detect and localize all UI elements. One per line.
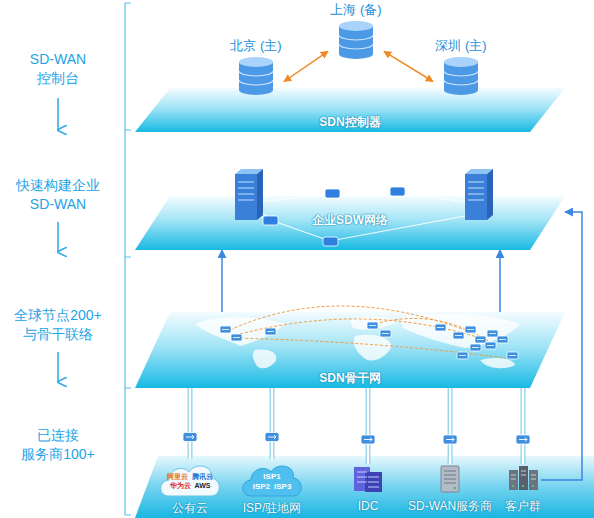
database-cylinder <box>228 56 284 96</box>
controller-db: 北京 (主) <box>228 38 284 96</box>
link-line <box>188 388 193 459</box>
layer-plane: SDN控制器北京 (主)上海 (备)深圳 (主) <box>135 88 565 132</box>
plane-title: SDN控制器 <box>135 115 565 129</box>
service-icon-art <box>507 464 539 494</box>
router-body <box>265 433 279 442</box>
link-line <box>384 51 433 81</box>
side-caption: 快速构建企业 SD-WAN <box>11 176 105 214</box>
link-line <box>366 388 371 464</box>
layer-plane: SDN骨干网 <box>135 312 565 388</box>
database-cylinder <box>433 56 489 96</box>
cloud-item: AWS <box>195 481 211 490</box>
link-line <box>367 388 369 464</box>
router-icon <box>516 435 530 444</box>
controller-db: 深圳 (主) <box>433 38 489 96</box>
db-icon <box>328 20 384 60</box>
service-band <box>135 456 594 518</box>
item-label: 公有云 <box>172 501 208 515</box>
link-line <box>189 388 191 459</box>
cloud-content: 阿里云腾讯云华为云 AWS <box>163 472 217 490</box>
connector <box>384 51 433 81</box>
side-caption: 全球节点200+ 与骨干联络 <box>11 306 105 344</box>
item-label: 客户群 <box>505 499 541 513</box>
connector <box>190 388 191 459</box>
connector <box>523 388 524 464</box>
db-icon <box>433 56 489 96</box>
link-line <box>521 388 526 464</box>
plane-title: 企业SDW网络 <box>135 213 565 227</box>
plane-title: SDN骨干网 <box>135 371 565 385</box>
router-icon <box>265 433 279 442</box>
link-line <box>522 388 524 464</box>
side-caption: SD-WAN 控制台 <box>11 50 105 88</box>
cloud-item: ISP2 <box>253 482 270 492</box>
service-node: SD-WAN服务商 <box>408 464 492 513</box>
connector <box>450 388 451 464</box>
side-caption: 已连接 服务商100+ <box>11 426 105 464</box>
city-label: 上海 (备) <box>328 2 384 17</box>
router-icon <box>443 435 457 444</box>
controller-db: 上海 (备) <box>328 2 384 60</box>
cloud-item: ISP3 <box>274 482 291 492</box>
service-icon <box>352 464 384 494</box>
service-icon-art <box>438 464 462 494</box>
db-icon <box>228 56 284 96</box>
cloud-item: 腾讯云 <box>192 472 213 481</box>
service-node: IDC <box>352 464 384 513</box>
bracket <box>125 3 131 515</box>
service-icon <box>507 464 539 494</box>
cloud-outline <box>161 466 220 496</box>
cloud-box: 阿里云腾讯云华为云 AWS <box>157 459 223 499</box>
router-mark <box>186 435 194 439</box>
cloud-item: 阿里云 <box>167 472 188 481</box>
item-label: ISP/驻地网 <box>243 501 302 515</box>
layer-plane: 企业SDW网络 <box>135 196 565 250</box>
link-line <box>221 250 223 312</box>
cloud-box: ISP1ISP2 ISP3 <box>239 459 305 499</box>
link-line <box>284 51 328 81</box>
city-label: 北京 (主) <box>228 38 284 53</box>
router-icon <box>183 433 197 442</box>
router-mark <box>268 435 276 439</box>
link-line <box>499 250 501 312</box>
service-node: 客户群 <box>505 464 541 513</box>
connector <box>284 51 328 81</box>
service-icon <box>438 464 462 494</box>
router-body <box>361 435 375 444</box>
link-line <box>271 388 273 459</box>
router-icon <box>361 435 375 444</box>
connector <box>222 250 223 312</box>
connector <box>368 388 369 464</box>
cloud-shape <box>157 459 223 499</box>
link-line <box>449 388 451 464</box>
item-label: IDC <box>358 499 379 513</box>
connector <box>272 388 273 459</box>
link-line <box>270 388 275 459</box>
router-body <box>183 433 197 442</box>
cloud-outline <box>243 466 302 496</box>
cloud-item: 华为云 <box>170 481 191 490</box>
connector <box>500 250 501 312</box>
link-line <box>448 388 453 464</box>
item-label: SD-WAN服务商 <box>408 499 492 513</box>
city-label: 深圳 (主) <box>433 38 489 53</box>
cloud-node: 阿里云腾讯云华为云 AWS 公有云 <box>157 459 223 515</box>
router-body <box>516 435 530 444</box>
cloud-item: ISP1 <box>249 472 295 482</box>
service-icon-art <box>352 464 384 494</box>
router-mark <box>519 438 527 442</box>
cloud-content: ISP1ISP2 ISP3 <box>247 472 297 492</box>
cloud-node: ISP1ISP2 ISP3ISP/驻地网 <box>239 459 305 515</box>
router-body <box>443 435 457 444</box>
database-cylinder <box>328 20 384 60</box>
router-mark <box>364 438 372 442</box>
router-mark <box>446 438 454 442</box>
